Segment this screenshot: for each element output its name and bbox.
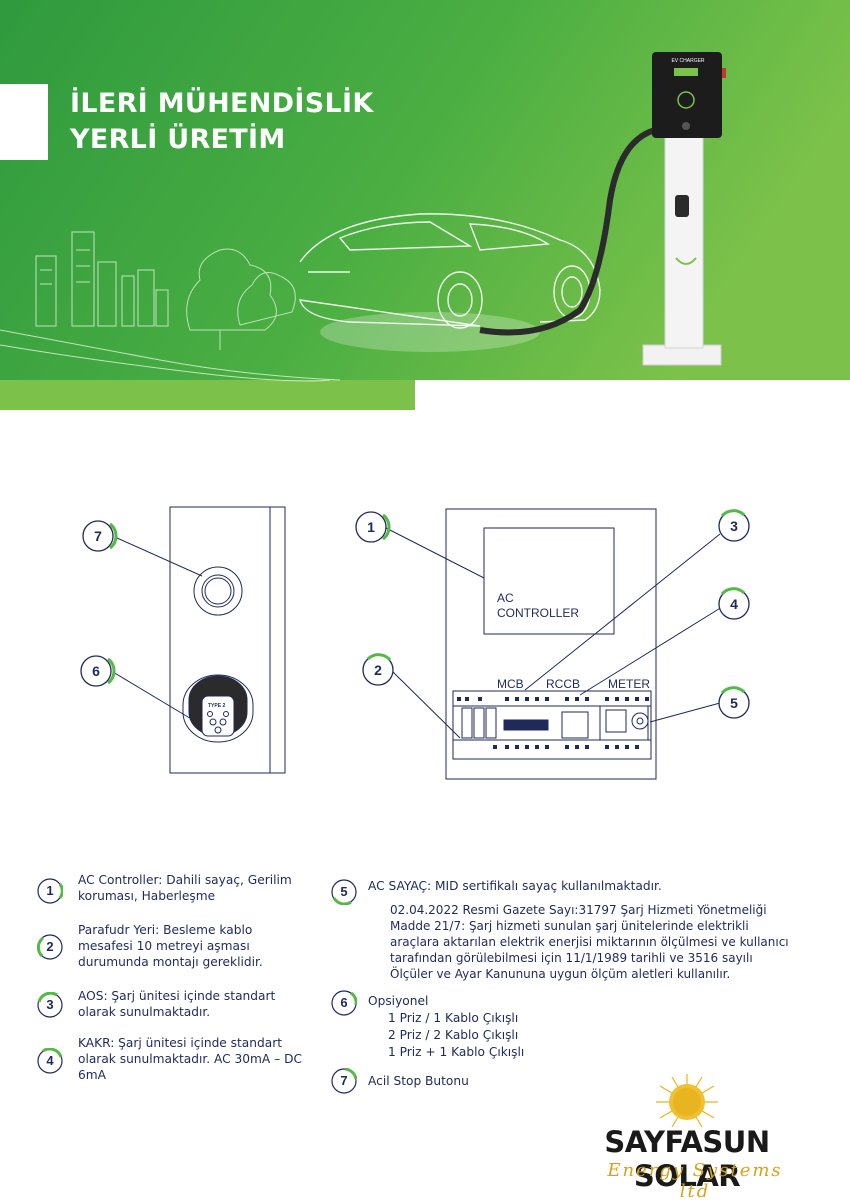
legend-badge-3: 3 (37, 991, 63, 1018)
socket-type-label: TYPE 2 (208, 703, 226, 709)
page-title: İLERİ MÜHENDİSLİK YERLİ ÜRETİM (70, 86, 374, 158)
legend-detail-5: 02.04.2022 Resmi Gazete Sayı:31797 Şarj … (390, 903, 789, 981)
banner-stripe (0, 380, 415, 410)
legend-badge-7: 7 (331, 1067, 358, 1094)
callout-badge-7 (82, 520, 118, 552)
callout-badge-3 (718, 509, 750, 542)
legend-option-1: 1 Priz / 1 Kablo Çıkışlı (388, 1011, 519, 1025)
rccb-label: RCCB (546, 677, 581, 691)
legend-number-3: 3 (46, 997, 54, 1012)
callout-number-6: 6 (92, 663, 100, 679)
callout-number-3: 3 (730, 518, 738, 534)
technical-diagram: 7 6 1 2 3 4 5 AC CONTROLLER MCB RCCB MET… (80, 506, 750, 780)
title-line-2: YERLİ ÜRETİM (70, 124, 286, 155)
callout-number-1: 1 (367, 519, 375, 535)
legend-text-2: Parafudr Yeri: Besleme kablo mesafesi 10… (78, 923, 263, 969)
callout-badge-1 (355, 511, 391, 543)
legend-title-7: Acil Stop Butonu (368, 1074, 469, 1088)
cabinet-outline (445, 508, 657, 780)
charger-label: EV CHARGER (671, 58, 705, 64)
legend-badge-5: 5 (331, 879, 357, 906)
legend-number-6: 6 (340, 995, 348, 1010)
legend-option-3: 1 Priz + 1 Kablo Çıkışlı (388, 1045, 525, 1059)
legend-badge-2: 2 (36, 934, 63, 960)
ac-controller-label-1: AC (497, 591, 514, 605)
legend-title-6: Opsiyonel (368, 994, 429, 1008)
legend-text-3: AOS: Şarj ünitesi içinde standart olarak… (78, 989, 276, 1019)
legend-title-5: AC SAYAÇ: MID sertifikalı sayaç kullanıl… (368, 879, 662, 893)
hero-banner: İLERİ MÜHENDİSLİK YERLİ ÜRETİM EV CHARGE… (0, 0, 850, 410)
hero-illustration (0, 0, 850, 410)
callout-badge-5 (718, 686, 750, 719)
callout-badge-2 (362, 653, 394, 686)
callout-badges (80, 509, 750, 719)
legend-text-1: AC Controller: Dahili sayaç, Gerilim kor… (78, 873, 292, 903)
callout-number-5: 5 (730, 695, 738, 711)
title-line-1: İLERİ MÜHENDİSLİK (70, 88, 374, 119)
legend-number-2: 2 (46, 939, 54, 954)
emergency-stop-button (193, 566, 243, 616)
legend-number-5: 5 (340, 884, 348, 899)
front-panel (169, 506, 286, 774)
din-rail-devices (452, 690, 652, 760)
title-accent-block (0, 84, 48, 160)
meter-label: METER (608, 677, 650, 691)
legend-badge-6: 6 (331, 990, 358, 1016)
sun-icon (656, 1074, 718, 1128)
ev-charger (642, 52, 726, 366)
callout-number-4: 4 (730, 596, 738, 612)
callout-number-2: 2 (374, 662, 382, 678)
car-outline (299, 213, 601, 329)
charging-cable (479, 127, 656, 336)
legend-badge-1: 1 (37, 878, 64, 904)
ac-controller-box (483, 527, 615, 635)
legend-number-4: 4 (46, 1053, 54, 1068)
type2-socket (182, 674, 254, 743)
legend-number-1: 1 (46, 883, 54, 898)
diagram-drawing (80, 506, 750, 780)
callout-badge-4 (718, 587, 750, 620)
legend-number-7: 7 (340, 1073, 348, 1088)
legend-text-4: KAKR: Şarj ünitesi içinde standart olara… (78, 1036, 302, 1082)
ac-controller-label-2: CONTROLLER (497, 606, 580, 620)
company-name: SAYFASUN SOLAR (604, 1125, 770, 1193)
legend-option-2: 2 Priz / 2 Kablo Çıkışlı (388, 1028, 519, 1042)
company-tagline: Energy Systems ltd (607, 1160, 783, 1202)
city-skyline (0, 231, 341, 382)
callout-badge-6 (80, 655, 116, 687)
callout-number-7: 7 (94, 528, 102, 544)
trees (186, 248, 296, 350)
legend-badge-4: 4 (37, 1047, 63, 1074)
mcb-label: MCB (497, 677, 524, 691)
